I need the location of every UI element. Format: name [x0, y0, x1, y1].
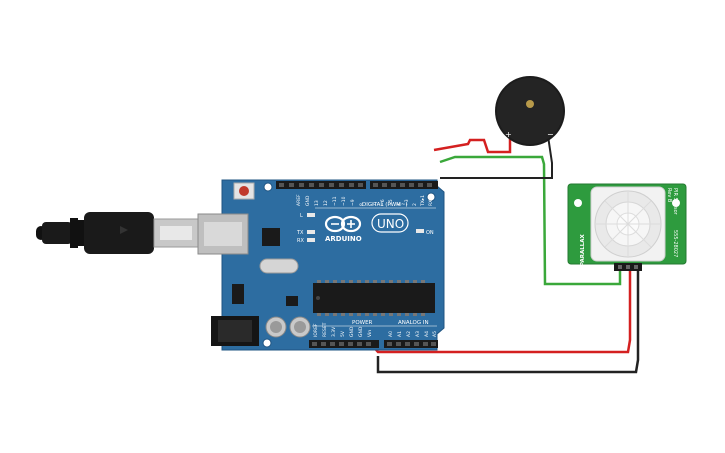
- pin-label: 7: [372, 203, 378, 206]
- pin-label: RESET: [322, 322, 328, 337]
- reset-button[interactable]: [233, 182, 255, 200]
- analog-header-label: ANALOG IN: [398, 320, 429, 326]
- crystal-oscillator: [259, 258, 299, 274]
- capacitor: [265, 316, 287, 338]
- pir-black-wire[interactable]: [376, 271, 640, 374]
- pin-label: ~6: [380, 199, 386, 206]
- pin-label: ~10: [341, 196, 347, 206]
- pin-label: ~3: [404, 199, 410, 206]
- pin-label: ~9: [350, 199, 356, 206]
- pin-label: 12: [323, 200, 329, 206]
- pin-label: A1: [397, 331, 403, 337]
- pin-label: ~11: [332, 196, 338, 206]
- pin-label: A2: [406, 331, 412, 337]
- uno-badge: UNO: [371, 213, 409, 233]
- pir-title-text: PIR Sensor: [672, 188, 678, 216]
- buzzer-plus-label: +: [505, 130, 512, 139]
- status-leds: L TX RX ON: [296, 213, 434, 244]
- digital-pin-labels: AREF GND 13 12 ~11 ~10 ~9 8 7 ~6 ~5 4 ~3…: [296, 194, 434, 207]
- pin-label: 2: [412, 203, 418, 206]
- svg-text:TX: TX: [296, 230, 304, 236]
- buzzer-red-lead[interactable]: [433, 136, 512, 154]
- capacitor: [289, 316, 311, 338]
- pir-brand-text: PARALLAX: [580, 233, 586, 266]
- pin-label: IOREF: [313, 323, 319, 337]
- regulator: [286, 296, 298, 306]
- pir-part-number: 555-28027: [672, 230, 678, 257]
- arduino-logo: ARDUINO: [324, 215, 362, 243]
- digital-header: [276, 181, 438, 189]
- pin-label: A4: [424, 331, 430, 337]
- pin-label: A0: [388, 331, 394, 337]
- usb-chip: [262, 228, 280, 246]
- pir-lens: [590, 186, 666, 262]
- pin-label: 4: [396, 203, 402, 206]
- pin-label: 5V: [340, 330, 346, 337]
- pin-label: GND: [305, 195, 311, 206]
- mounting-hole: [262, 338, 272, 348]
- pin-label: RX◂0: [428, 195, 434, 206]
- pin-label: GND: [349, 326, 355, 337]
- mounting-hole: [263, 182, 273, 192]
- green-wire[interactable]: [439, 155, 622, 286]
- arduino-uno-board[interactable]: AREF GND 13 12 ~11 ~10 ~9 8 7 ~6 ~5 4 ~3…: [197, 179, 445, 351]
- mounting-hole: [574, 199, 582, 207]
- pin-label: 3.3V: [331, 326, 337, 337]
- pin-label: GND: [358, 326, 364, 337]
- pir-header: [614, 263, 642, 271]
- pin-label: A3: [415, 331, 421, 337]
- mounting-hole: [426, 192, 436, 202]
- pir-revision-text: Rev B: [666, 188, 672, 203]
- usb-cable[interactable]: [36, 212, 199, 254]
- pin-label: 8: [359, 203, 365, 206]
- buzzer-black-lead[interactable]: [440, 135, 553, 179]
- analog-pin-labels: A0 A1 A2 A3 A4 A5: [388, 331, 438, 337]
- buzzer-minus-label: −: [547, 130, 554, 139]
- pin-label: ~5: [388, 199, 394, 206]
- mounting-hole: [672, 199, 680, 207]
- pin-label: TX▸1: [420, 195, 426, 207]
- pir-sensor[interactable]: PARALLAX PIR Sensor Rev B 555-28027: [567, 183, 687, 271]
- svg-text:ON: ON: [426, 230, 434, 236]
- pin-label: Vin: [367, 330, 373, 337]
- analog-header: [384, 340, 438, 348]
- pin-label: AREF: [296, 194, 302, 206]
- piezo-buzzer[interactable]: + −: [495, 76, 565, 146]
- svg-text:L: L: [300, 213, 303, 219]
- power-pin-labels: IOREF RESET 3.3V 5V GND GND Vin: [313, 322, 373, 337]
- brand-text: ARDUINO: [325, 235, 362, 243]
- microcontroller-chip: [313, 280, 435, 316]
- svg-text:UNO: UNO: [377, 217, 404, 231]
- buzzer-hole: [526, 100, 534, 108]
- svg-text:RX: RX: [297, 238, 304, 244]
- power-header: [309, 340, 379, 348]
- pin-label: A5: [432, 331, 438, 337]
- power-jack: [211, 316, 259, 346]
- regulator: [232, 284, 244, 304]
- digital-header-label: DIGITAL (PWM~): [362, 202, 408, 208]
- pin-label: 13: [314, 200, 320, 206]
- power-header-label: POWER: [352, 320, 373, 326]
